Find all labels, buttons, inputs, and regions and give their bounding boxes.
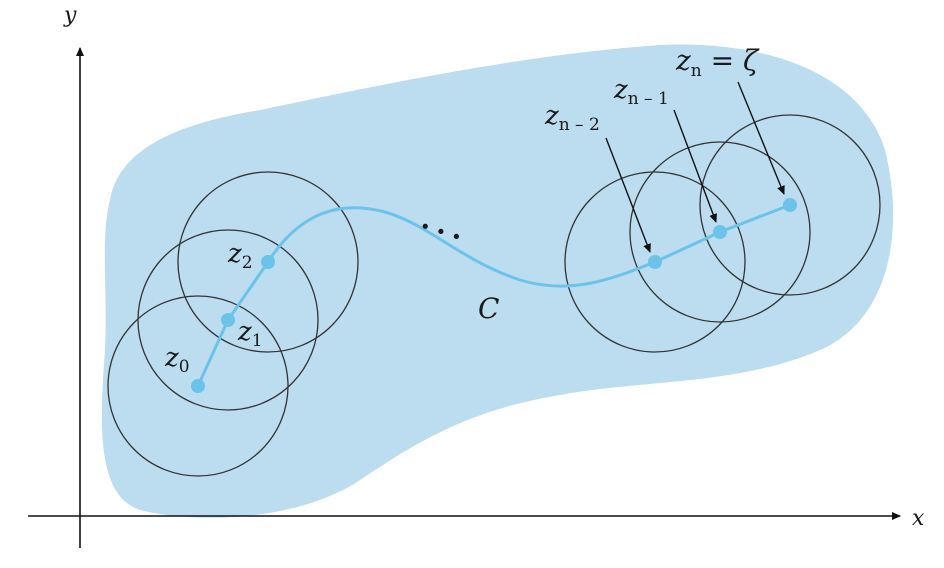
disk-z1 xyxy=(137,229,319,411)
label-z2: z2 xyxy=(227,239,253,273)
arrow-zn xyxy=(737,81,785,195)
label-zn1: zn – 1 xyxy=(613,75,669,109)
label-zn: zn = ζ xyxy=(675,44,760,81)
point-zn2 xyxy=(648,255,662,269)
label-z1: z1 xyxy=(237,317,263,351)
x-axis-label: x xyxy=(912,506,925,531)
disk-zn2 xyxy=(564,171,746,353)
disk-z2 xyxy=(177,171,359,353)
curve-label: C xyxy=(478,292,499,325)
disk-zn1 xyxy=(629,141,811,323)
point-zn xyxy=(783,198,797,212)
point-z2 xyxy=(261,255,275,269)
disk-zn xyxy=(699,114,881,296)
label-zn2: zn – 2 xyxy=(544,101,600,135)
curve-c xyxy=(196,203,792,388)
label-z0: z0 xyxy=(164,343,190,377)
disk-chain xyxy=(107,114,881,477)
shaded-region xyxy=(101,44,894,518)
arrow-zn1 xyxy=(673,109,717,223)
y-axis-label: y xyxy=(63,3,77,28)
disk-z0 xyxy=(107,295,289,477)
point-z0 xyxy=(191,379,205,393)
point-z1 xyxy=(221,313,235,327)
arrow-zn2 xyxy=(605,137,651,253)
point-zn1 xyxy=(713,225,727,239)
points xyxy=(191,198,797,393)
